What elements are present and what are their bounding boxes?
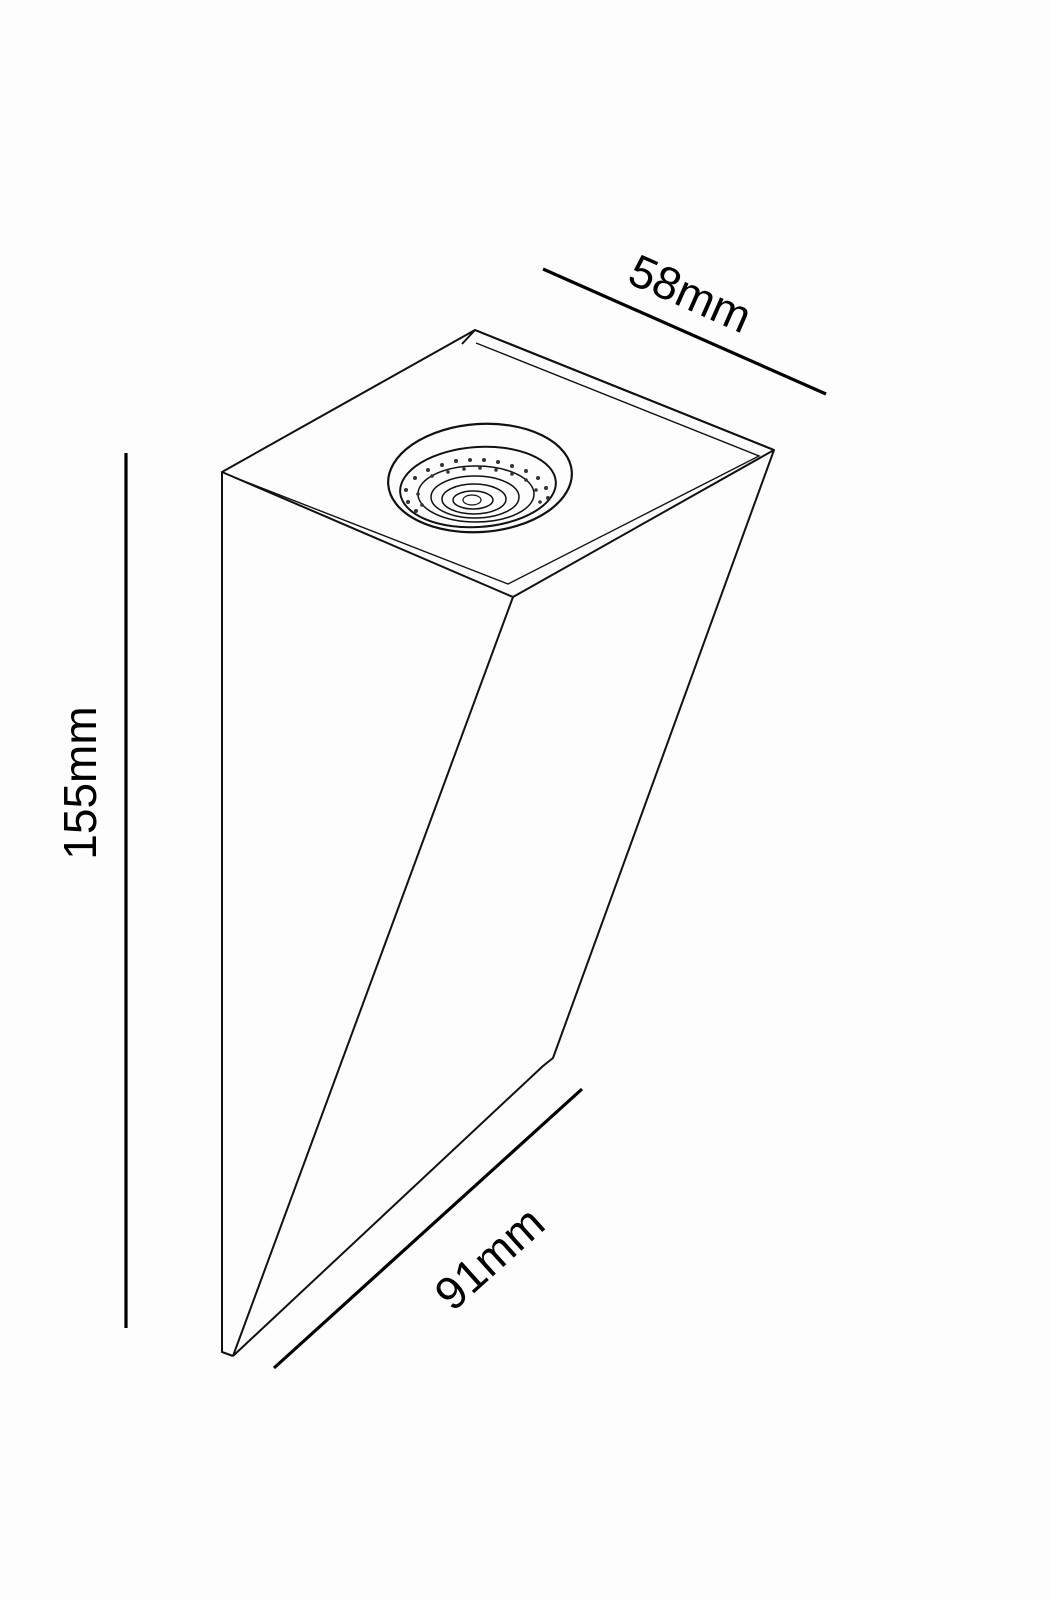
top-inner-rim [235, 342, 761, 585]
width-dimension-label: 58mm [621, 244, 759, 343]
right-face-edge [232, 449, 775, 1357]
left-face-edge [221, 472, 234, 1357]
wall-light-body [221, 329, 775, 1357]
height-dimension-label: 155mm [54, 706, 106, 859]
width-dimension: 58mm [542, 244, 827, 396]
top-back-rim [461, 329, 775, 451]
front-diagonal-edge [232, 596, 514, 1357]
depth-dimension-line [272, 1087, 584, 1370]
depth-dimension: 91mm [272, 1087, 584, 1370]
lens-texture [404, 458, 550, 513]
lens-icon [387, 422, 573, 534]
height-dimension: 155mm [54, 453, 128, 1328]
width-dimension-line [542, 267, 827, 396]
